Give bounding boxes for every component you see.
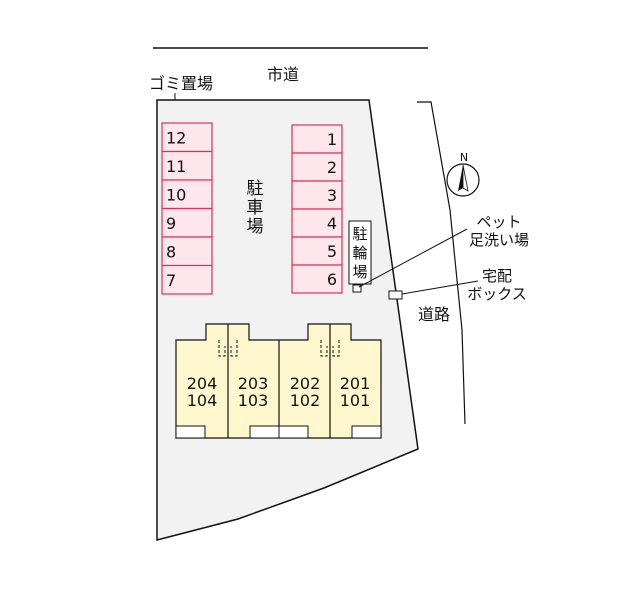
delivery-box-pointer [401, 280, 479, 295]
parking-right-group: 1 2 3 4 5 6 [291, 124, 343, 294]
pet-wash-label-1: ペット [476, 213, 521, 231]
bicycle-label-1: 駐 [352, 225, 367, 243]
pet-wash-pointer [358, 228, 468, 288]
garbage-label: ゴミ置場 [149, 74, 213, 93]
parking-right-space-number: 3 [327, 186, 337, 205]
road-line [417, 101, 466, 425]
bicycle-label-2: 輪 [352, 244, 367, 262]
parking-right-space-number: 4 [327, 214, 337, 233]
parking-left-space [161, 122, 213, 153]
parking-right-space-number: 6 [327, 270, 337, 289]
delivery-label-1: 宅配 [482, 267, 512, 285]
unit-number-upper: 202 [290, 374, 321, 393]
parking-left-space-number: 12 [166, 128, 186, 147]
parking-label-2: 車 [247, 198, 264, 218]
parking-label-3: 場 [247, 217, 264, 237]
unit-number-upper: 201 [340, 374, 371, 393]
parking-right-space-number: 2 [327, 158, 337, 177]
road-label: 道路 [418, 305, 450, 324]
parking-left-space [161, 179, 213, 210]
pet-wash-marker [352, 284, 362, 293]
unit-number-upper: 204 [187, 374, 218, 393]
parking-left-space [161, 264, 213, 295]
parking-left-space [161, 207, 213, 238]
bicycle-label-3: 場 [352, 263, 367, 281]
unit-number-lower: 102 [290, 391, 321, 410]
north-label: N [460, 151, 468, 164]
parking-right-space [291, 236, 343, 266]
parking-label-1: 駐 [247, 179, 264, 199]
parking-left-space-number: 11 [166, 157, 186, 176]
city-road-label: 市道 [267, 65, 299, 84]
parking-left-group: 12 11 10 9 8 7 [161, 122, 213, 295]
unit-number-upper: 203 [238, 374, 269, 393]
bicycle-parking-box [348, 220, 372, 285]
parking-right-space [291, 264, 343, 294]
unit-number-lower: 103 [238, 391, 269, 410]
parking-left-space [161, 150, 213, 181]
north-compass [446, 163, 480, 197]
parking-left-space-number: 9 [166, 214, 176, 233]
parking-right-space-number: 1 [327, 130, 337, 149]
delivery-label-2: ボックス [467, 285, 527, 303]
delivery-box-marker [388, 290, 403, 300]
parking-left-space-number: 10 [166, 185, 186, 204]
parking-left-space-number: 7 [166, 271, 176, 290]
parking-left-space [161, 236, 213, 267]
apartment-building [175, 323, 382, 439]
pet-wash-label-2: 足洗い場 [469, 231, 529, 249]
parking-right-space-number: 5 [327, 242, 337, 261]
unit-number-lower: 104 [187, 391, 218, 410]
unit-number-lower: 101 [340, 391, 371, 410]
parking-left-space-number: 8 [166, 242, 176, 261]
